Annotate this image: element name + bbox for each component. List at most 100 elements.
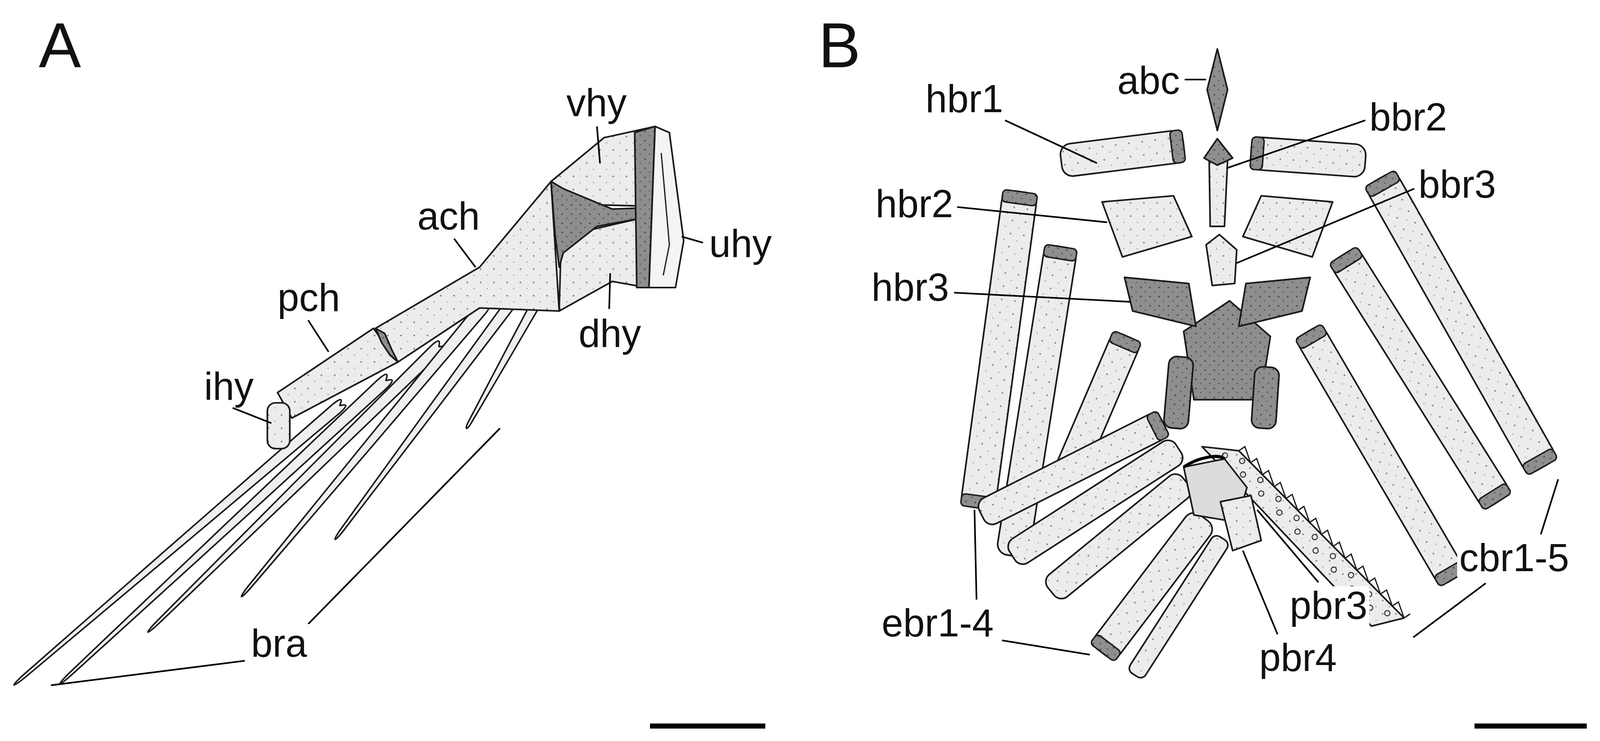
tooth-socket (1384, 610, 1390, 617)
leader-line (597, 126, 601, 164)
leader-line (1004, 120, 1097, 164)
part-label: hbr1 (923, 79, 1005, 119)
part-label: pbr3 (1287, 586, 1370, 626)
leader-line (954, 292, 1131, 303)
urohyal-ridge (661, 153, 670, 276)
hyoid-arch (13, 126, 684, 686)
hypohyal-cartilage (550, 181, 641, 268)
part-label: bra (249, 624, 310, 664)
pharyngobranchial-4 (1220, 495, 1262, 551)
leader-line (1540, 479, 1559, 535)
bone-body (1328, 246, 1512, 511)
leader-line (957, 206, 1108, 223)
cartilage-cap (1203, 138, 1233, 166)
part-label: pbr4 (1257, 638, 1339, 678)
posterior-ceratohyal (277, 328, 399, 419)
interhyal (267, 403, 290, 449)
cartilage-cap (1001, 189, 1038, 207)
leader-line (1236, 188, 1415, 264)
tooth-socket (1348, 572, 1354, 578)
bone-body (1250, 366, 1280, 430)
tooth-socket (1258, 491, 1264, 497)
part-label: hbr3 (869, 268, 951, 307)
part-label: ach (415, 197, 482, 236)
cartilage-cap (1295, 323, 1328, 350)
cartilage-cap (1477, 483, 1513, 512)
part-label: cbr1-5 (1457, 538, 1571, 578)
part-label: dhy (576, 314, 644, 354)
panel-letter: B (816, 14, 863, 78)
tooth-socket (1257, 477, 1263, 483)
cartilage-cap (1364, 169, 1401, 198)
epibranchial (1126, 533, 1230, 681)
tooth-socket (1240, 472, 1246, 478)
cartilage-cap (1169, 129, 1186, 164)
bone-body (1249, 136, 1367, 178)
cartilage-cap (1108, 330, 1142, 355)
part-label: bbr3 (1416, 165, 1499, 204)
leader-line (609, 273, 611, 310)
cartilage-joint (375, 328, 398, 363)
hypobranchial-3 (1238, 277, 1310, 327)
leader-line (232, 408, 272, 424)
urohyal (649, 126, 684, 288)
hypobranchial-1 (1059, 129, 1186, 178)
leader-line (974, 510, 977, 601)
part-label: ebr1-4 (879, 604, 996, 643)
leader-line (1002, 640, 1090, 656)
cartilage-cap (1249, 136, 1265, 171)
tooth-socket (1275, 496, 1281, 502)
bone-body (1126, 533, 1230, 681)
leader-line (454, 238, 476, 268)
accessory-basibranchial (1207, 48, 1228, 131)
cartilage-cap (1521, 448, 1558, 477)
part-label: vhy (564, 83, 629, 123)
tooth-socket (1330, 553, 1336, 559)
tooth-socket (1276, 510, 1282, 516)
tooth-socket (1294, 529, 1300, 535)
tooth-socket (1313, 548, 1319, 554)
ceratobranchial-cartilage (1163, 356, 1195, 430)
tooth-socket (1330, 567, 1337, 573)
hypobranchial-3 (1124, 277, 1196, 327)
part-label: abc (1115, 61, 1182, 100)
leader-line (1242, 550, 1278, 635)
leader-line (50, 661, 245, 686)
hypobranchial-2 (1242, 195, 1333, 258)
leader-line (1257, 510, 1319, 583)
scale-bar (1474, 723, 1587, 730)
leader-line (308, 320, 329, 352)
leader-line (308, 428, 500, 625)
leader-line (681, 236, 704, 243)
branchiostegal-ray (241, 300, 490, 598)
panel-letter: A (36, 14, 83, 78)
part-label: pch (275, 278, 342, 318)
ceratobranchial (1328, 246, 1512, 511)
part-label: hbr2 (873, 184, 956, 224)
hypobranchial-2 (1102, 195, 1193, 258)
cartilage-cap (1043, 244, 1078, 262)
part-label: bbr2 (1367, 97, 1449, 137)
tooth-socket (1239, 458, 1245, 464)
pharyngobranchial-edge (1183, 456, 1225, 468)
branchiostegal-ray (13, 400, 346, 686)
hypobranchial-1 (1249, 136, 1367, 178)
leader-line (1226, 120, 1366, 169)
basibranchial-3 (1205, 234, 1237, 286)
bone-body (1059, 129, 1186, 178)
cartilage-cap (1328, 246, 1364, 275)
bone-body (1163, 356, 1195, 430)
cartilage-cap (1089, 634, 1122, 663)
anterior-ceratohyal (375, 181, 559, 363)
part-label: uhy (707, 224, 774, 264)
part-label: ihy (202, 367, 256, 406)
leader-lines (50, 79, 1587, 727)
ceratobranchial-cartilage (1250, 366, 1280, 430)
branchial-arches (960, 48, 1558, 681)
scale-bar (649, 723, 766, 730)
tooth-socket (1293, 515, 1300, 521)
leader-line (1413, 583, 1486, 638)
leader-line (1184, 78, 1207, 81)
cartilage-cap (1145, 410, 1170, 442)
